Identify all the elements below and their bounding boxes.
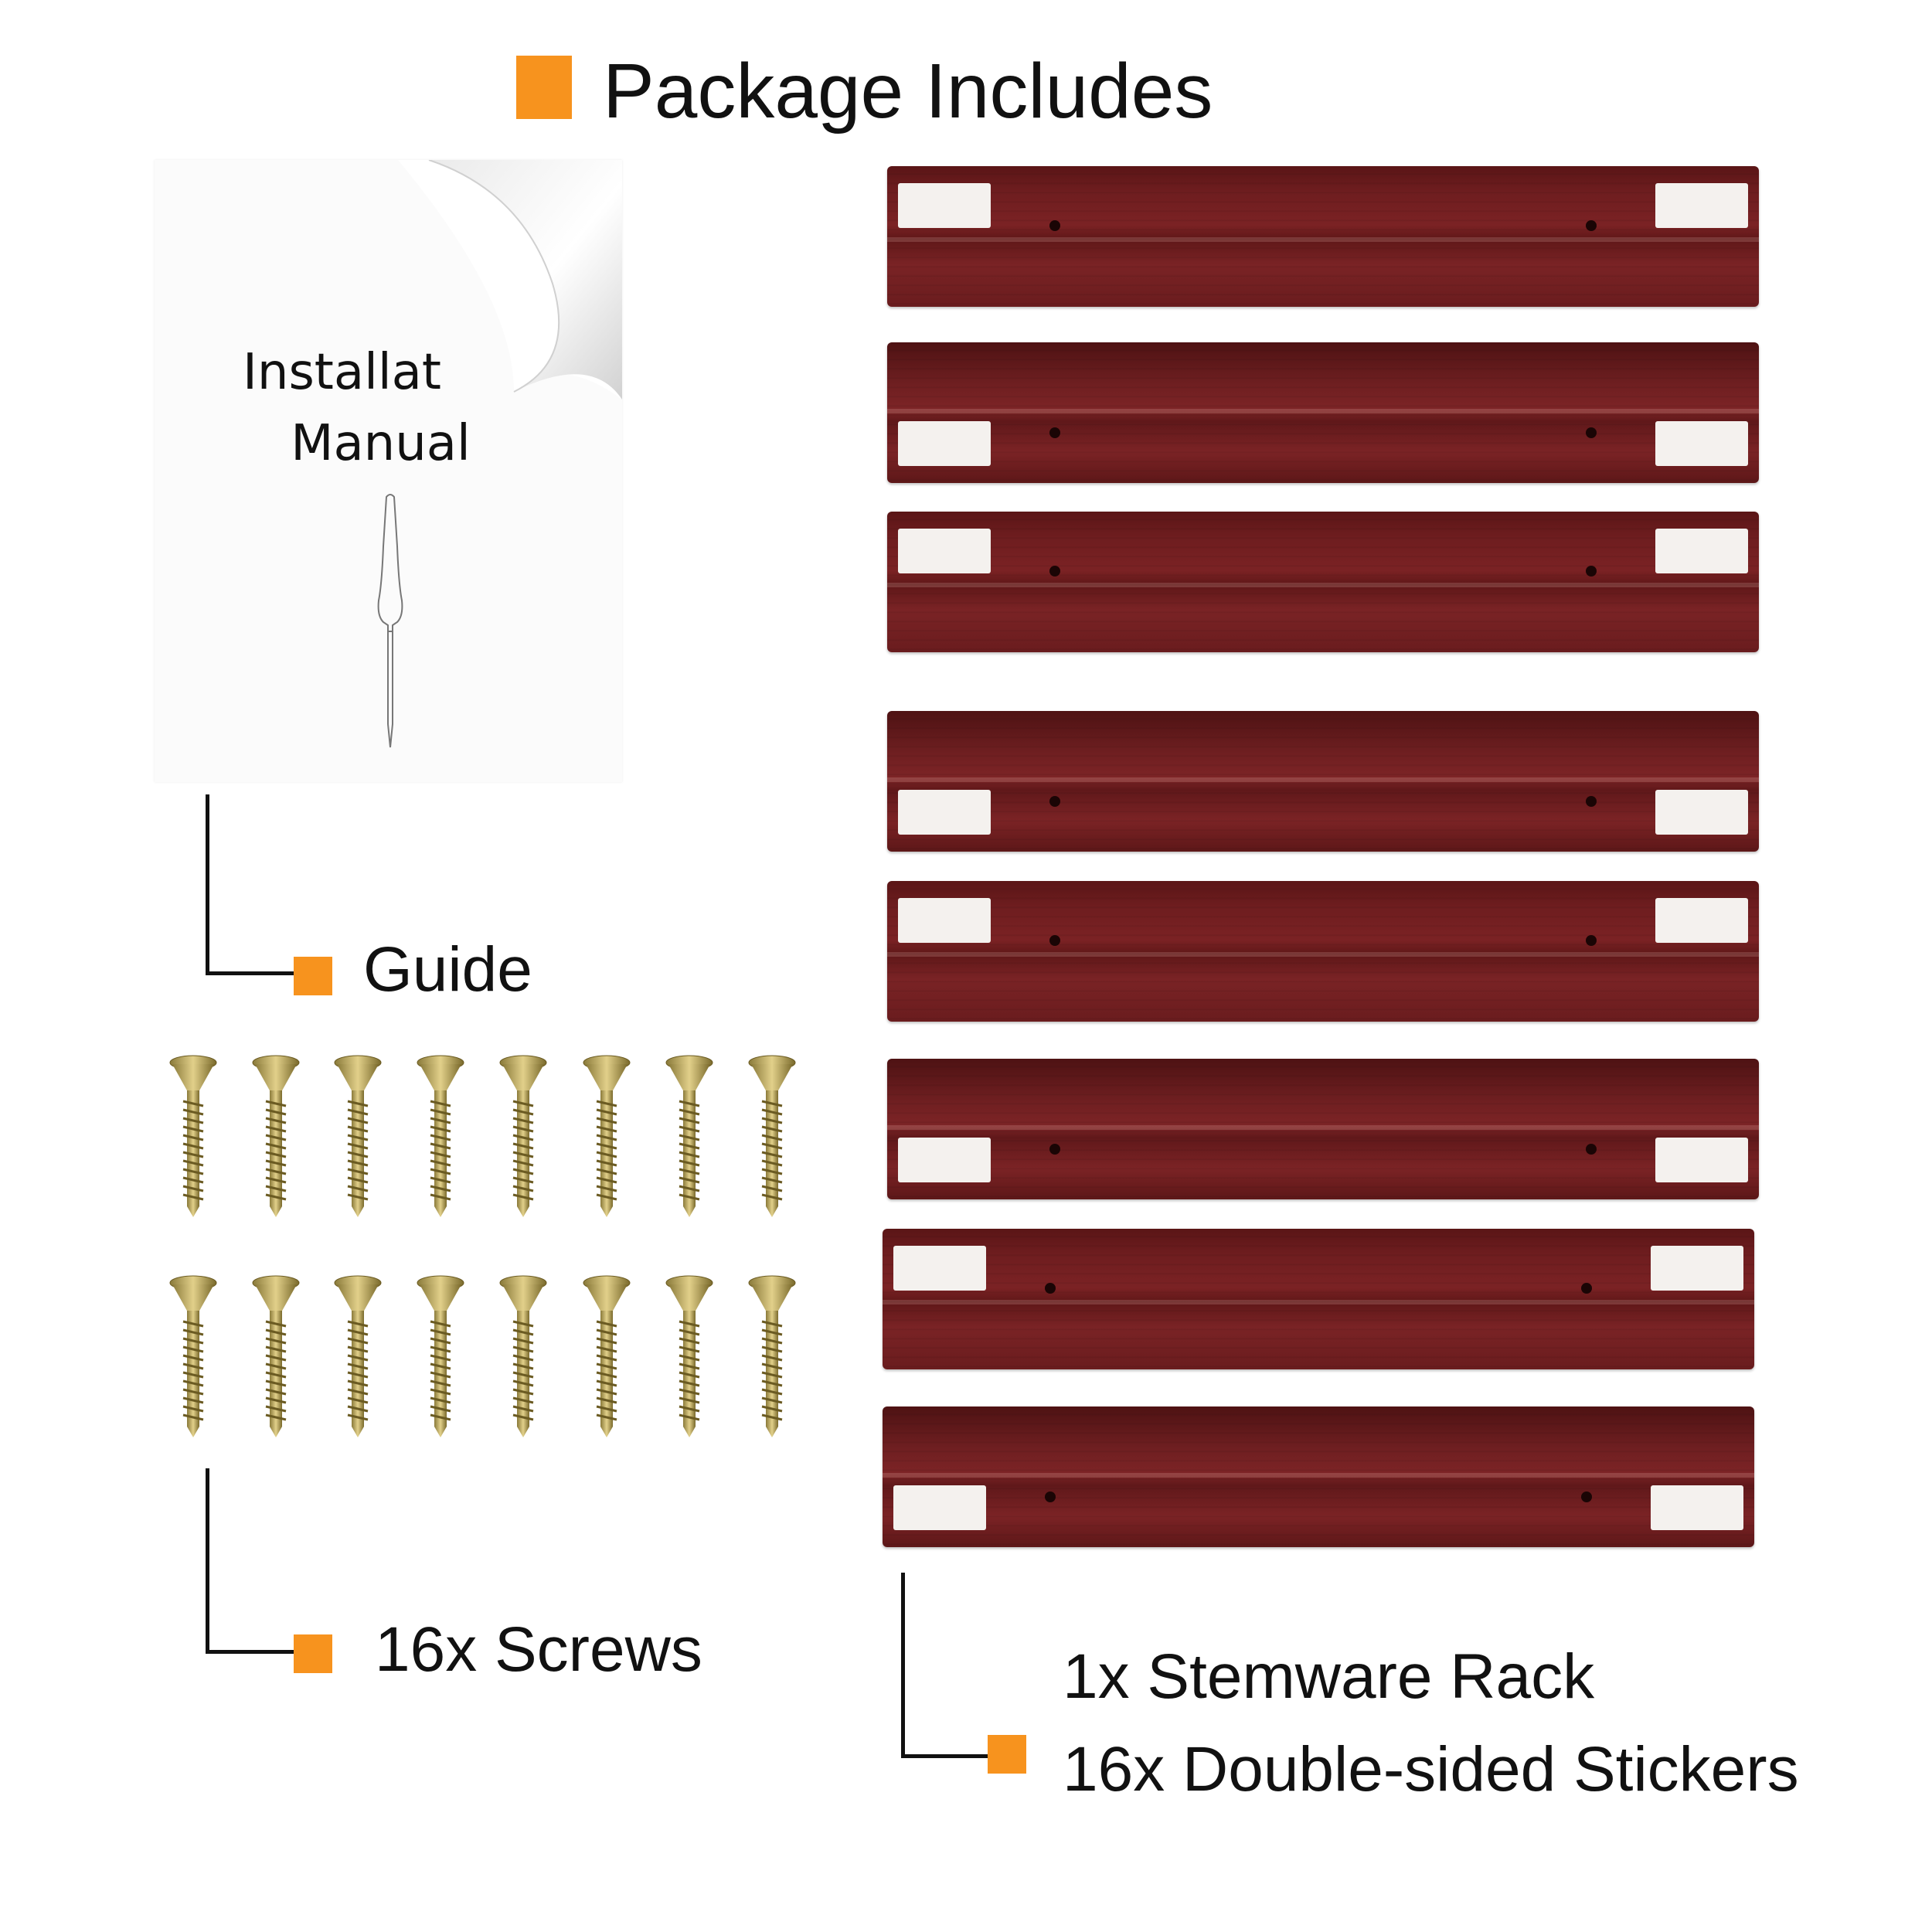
screw-icon <box>580 1275 634 1437</box>
rack-bullet <box>988 1735 1026 1774</box>
sticker <box>1651 1485 1743 1530</box>
sticker <box>898 898 991 943</box>
page-title: Package Includes <box>603 48 1213 134</box>
installation-manual: Installat Manual <box>155 160 622 782</box>
screw-icon <box>496 1275 550 1437</box>
guide-bullet <box>294 957 332 995</box>
slat-ridge <box>887 1125 1759 1130</box>
screw-hole <box>1586 935 1597 946</box>
wood-slat <box>887 512 1759 652</box>
page-curl-icon <box>398 160 622 400</box>
wood-grain <box>887 881 1759 1022</box>
screw-hole <box>1049 566 1060 577</box>
screw-icon <box>249 1055 303 1217</box>
screw-icon <box>745 1275 799 1437</box>
rack-label: 1x Stemware Rack <box>1063 1641 1595 1712</box>
screwdriver-icon <box>377 494 403 748</box>
manual-title-line2: Manual <box>291 415 471 472</box>
title-bullet <box>516 56 572 119</box>
stickers-label: 16x Double-sided Stickers <box>1063 1734 1799 1804</box>
wood-slat <box>887 342 1759 483</box>
screw-icon <box>413 1275 468 1437</box>
slat-ridge <box>887 409 1759 413</box>
sticker <box>898 1138 991 1182</box>
slat-ridge <box>887 952 1759 957</box>
slat-ridge <box>883 1300 1754 1304</box>
screw-hole <box>1586 220 1597 231</box>
screw-hole <box>1045 1283 1056 1294</box>
screw-icon <box>662 1275 716 1437</box>
screw-hole <box>1045 1492 1056 1502</box>
sticker <box>898 529 991 573</box>
screw-icon <box>249 1275 303 1437</box>
screw-icon <box>166 1055 220 1217</box>
slat-ridge <box>887 777 1759 782</box>
screw-hole <box>1581 1492 1592 1502</box>
screw-icon <box>331 1275 385 1437</box>
screw-hole <box>1586 427 1597 438</box>
guide-connector-vertical <box>206 794 209 975</box>
screw-hole <box>1049 220 1060 231</box>
sticker <box>1655 898 1748 943</box>
sticker <box>1655 1138 1748 1182</box>
sticker <box>898 790 991 835</box>
screw-icon <box>331 1055 385 1217</box>
sticker <box>1655 183 1748 228</box>
sticker <box>1651 1246 1743 1291</box>
slat-ridge <box>887 237 1759 242</box>
rack-connector-vertical <box>901 1573 905 1758</box>
screws-connector-vertical <box>206 1468 209 1654</box>
wood-grain <box>887 166 1759 307</box>
guide-label: Guide <box>363 934 532 1005</box>
wood-slat <box>887 1059 1759 1199</box>
sticker <box>893 1246 986 1291</box>
wood-grain <box>887 342 1759 483</box>
screw-hole <box>1049 935 1060 946</box>
wood-slat <box>887 881 1759 1022</box>
wood-grain <box>887 1059 1759 1199</box>
screw-hole <box>1049 796 1060 807</box>
wood-grain <box>887 711 1759 852</box>
screw-icon <box>166 1275 220 1437</box>
screw-icon <box>662 1055 716 1217</box>
screws-label: 16x Screws <box>375 1614 702 1685</box>
screw-icon <box>413 1055 468 1217</box>
screw-hole <box>1586 1144 1597 1155</box>
screw-icon <box>580 1055 634 1217</box>
wood-grain <box>883 1229 1754 1369</box>
wood-slat <box>883 1229 1754 1369</box>
sticker <box>1655 421 1748 466</box>
screw-icon <box>496 1055 550 1217</box>
screw-hole <box>1049 427 1060 438</box>
rack-connector-horizontal <box>901 1754 994 1758</box>
screw-hole <box>1586 566 1597 577</box>
screws-connector-horizontal <box>206 1650 298 1654</box>
screw-hole <box>1581 1283 1592 1294</box>
sticker <box>898 183 991 228</box>
sticker <box>1655 529 1748 573</box>
guide-connector-horizontal <box>206 971 298 975</box>
wood-grain <box>887 512 1759 652</box>
screw-icon <box>745 1055 799 1217</box>
wood-slat <box>883 1406 1754 1547</box>
manual-title-line1: Installat <box>243 344 441 401</box>
wood-slat <box>887 711 1759 852</box>
screw-hole <box>1049 1144 1060 1155</box>
screw-hole <box>1586 796 1597 807</box>
sticker <box>898 421 991 466</box>
sticker <box>1655 790 1748 835</box>
screws-bullet <box>294 1634 332 1673</box>
slat-ridge <box>887 583 1759 587</box>
slat-ridge <box>883 1473 1754 1478</box>
wood-grain <box>883 1406 1754 1547</box>
wood-slat <box>887 166 1759 307</box>
sticker <box>893 1485 986 1530</box>
